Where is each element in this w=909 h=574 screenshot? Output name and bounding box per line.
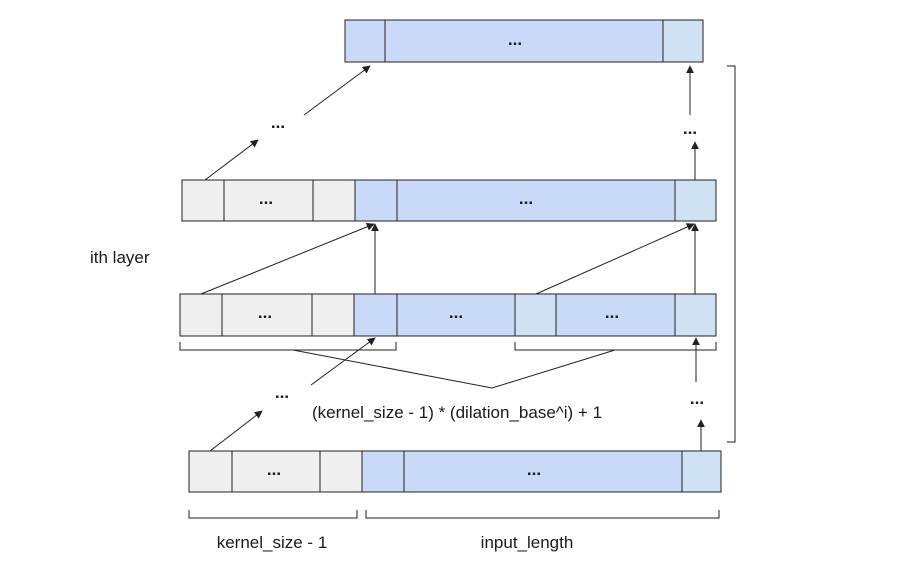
gap-ellipsis-bottom-right: ...	[690, 389, 704, 408]
connection-arrows	[200, 65, 705, 452]
input-pad-cell-1	[188, 450, 233, 493]
right-vertical-bracket	[727, 65, 736, 443]
upper-data-cell-1	[354, 179, 398, 222]
ith-right-bracket	[514, 342, 717, 351]
input-data-cell-1	[361, 450, 405, 493]
kernel-size-label: kernel_size - 1	[217, 533, 328, 552]
ith-data-cell-1	[353, 293, 398, 337]
upper-layer-row	[181, 179, 717, 222]
receptive-field-formula: (kernel_size - 1) * (dilation_base^i) + …	[312, 403, 602, 422]
ith-data-cell-3	[514, 293, 557, 337]
upper-pad-ellipsis: ...	[259, 189, 273, 208]
input-pad-cell-2	[231, 450, 321, 493]
gap-ellipsis-top-left: ...	[271, 113, 285, 132]
right-bracket-pointer	[491, 349, 616, 389]
output-layer-row	[344, 19, 704, 63]
input-length-label: input_length	[481, 533, 574, 552]
kernel-size-bracket	[188, 510, 358, 519]
input-length-bracket	[365, 510, 720, 519]
brackets	[179, 65, 736, 519]
upper-pad-cell-2	[223, 179, 314, 222]
output-cell-first	[344, 19, 386, 63]
ith-left-bracket	[179, 342, 397, 351]
arrow-to-output-left-diagonal	[303, 65, 371, 116]
left-bracket-pointer	[292, 349, 493, 389]
upper-pad-cell-1	[181, 179, 225, 222]
arrow-ith-to-upper-3	[535, 223, 695, 295]
ith-layer-label: ith layer	[90, 248, 150, 267]
ith-data-ellipsis-2: ...	[605, 303, 619, 322]
upper-pad-cell-3	[312, 179, 356, 222]
input-pad-cell-3	[319, 450, 363, 493]
ith-pad-ellipsis: ...	[258, 303, 272, 322]
input-data-cell-2	[403, 450, 683, 493]
upper-data-cell-last	[674, 179, 717, 222]
arrow-upper-left-diagonal	[204, 139, 259, 181]
input-pad-ellipsis: ...	[267, 460, 281, 479]
ith-data-ellipsis-1: ...	[449, 303, 463, 322]
upper-data-cell-2	[396, 179, 676, 222]
ith-data-cell-4	[555, 293, 676, 337]
ith-layer-row	[179, 293, 717, 337]
output-cell-middle	[384, 19, 664, 63]
ith-pad-cell-2	[221, 293, 313, 337]
output-cell-last	[662, 19, 704, 63]
arrow-ith-to-upper-1	[200, 222, 375, 295]
ith-data-cell-last	[674, 293, 717, 337]
arrow-input-left-diagonal	[209, 410, 263, 452]
upper-data-ellipsis: ...	[519, 189, 533, 208]
input-layer-row	[188, 450, 722, 493]
input-data-cell-last	[681, 450, 722, 493]
gap-ellipsis-bottom-left: ...	[275, 383, 289, 402]
gap-ellipsis-top-right: ...	[683, 119, 697, 138]
output-row-ellipsis: ...	[508, 30, 522, 49]
ith-pad-cell-1	[179, 293, 223, 337]
arrow-to-ith-left-diagonal	[310, 337, 376, 386]
ith-pad-cell-3	[311, 293, 355, 337]
input-data-ellipsis: ...	[527, 460, 541, 479]
